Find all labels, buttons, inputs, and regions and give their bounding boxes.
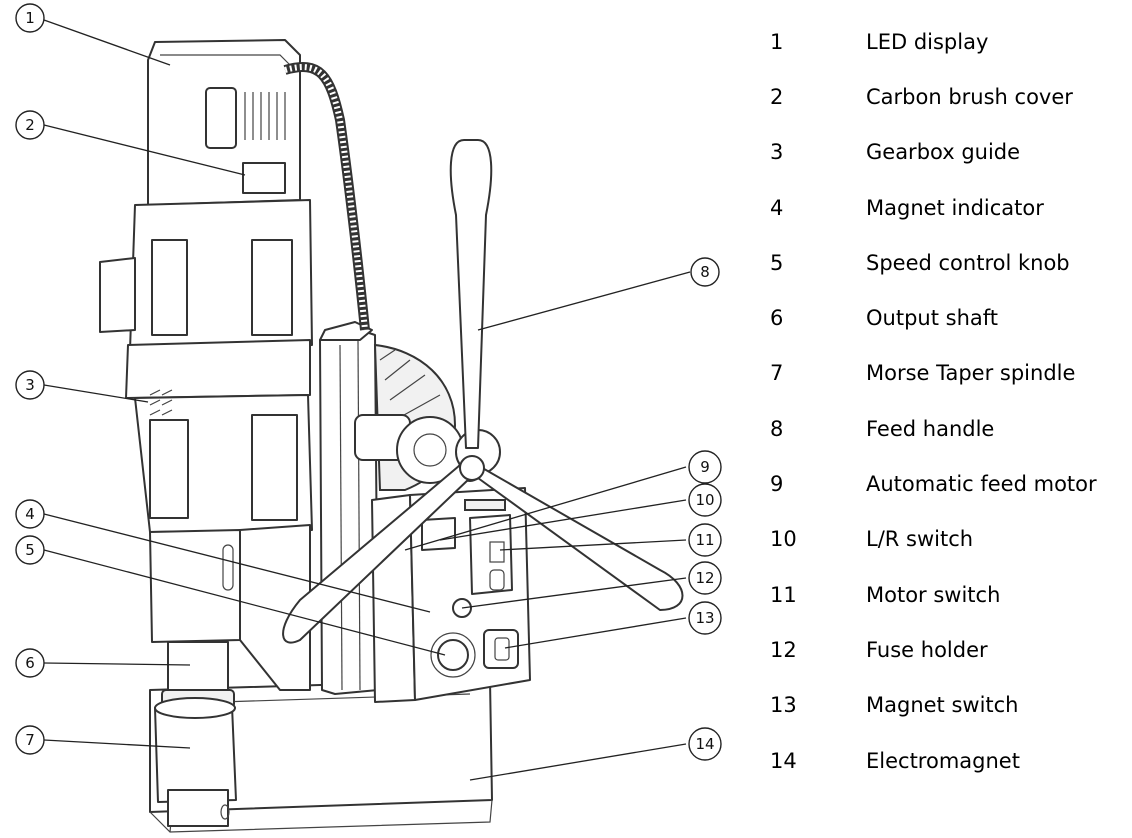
output-shaft [154, 641, 237, 827]
legend-item: 14 Electromagnet [770, 733, 1130, 788]
legend-label: Morse Taper spindle [866, 361, 1076, 386]
callout-3: 3 [15, 370, 45, 400]
legend-label: Fuse holder [866, 637, 988, 662]
svg-text:13: 13 [695, 609, 714, 627]
svg-text:2: 2 [25, 116, 35, 134]
svg-text:1: 1 [25, 9, 35, 27]
legend-label: Carbon brush cover [866, 84, 1073, 109]
svg-text:9: 9 [700, 458, 710, 476]
legend-item: 1 LED display [770, 14, 1130, 69]
legend-number: 14 [770, 748, 797, 773]
control-box [371, 487, 531, 703]
legend-label: L/R switch [866, 527, 974, 552]
callout-4: 4 [15, 499, 45, 529]
callout-7: 7 [15, 725, 45, 755]
power-cable [283, 62, 370, 331]
legend-label: Speed control knob [866, 250, 1070, 275]
legend-item: 3 Gearbox guide [770, 125, 1130, 180]
legend-label: Motor switch [866, 582, 1001, 607]
legend-number: 5 [770, 250, 784, 275]
legend-item: 4 Magnet indicator [770, 180, 1130, 235]
callout-11: 11 [688, 523, 722, 557]
legend-number: 6 [770, 306, 784, 331]
legend-item: 9 Automatic feed motor [770, 456, 1130, 511]
legend-item: 10 L/R switch [770, 512, 1130, 567]
legend-number: 4 [770, 195, 784, 220]
svg-text:8: 8 [700, 263, 710, 281]
legend-item: 7 Morse Taper spindle [770, 346, 1130, 401]
legend-label: Automatic feed motor [866, 472, 1097, 497]
legend-label: Magnet indicator [866, 195, 1044, 220]
legend-number: 10 [770, 527, 797, 552]
parts-legend: 1 LED display 2 Carbon brush cover 3 Gearbo… [770, 14, 1130, 788]
callout-1: 1 [15, 3, 45, 33]
legend-number: 8 [770, 416, 784, 441]
callout-9: 9 [688, 450, 722, 484]
legend-number: 7 [770, 361, 784, 386]
svg-text:10: 10 [695, 491, 714, 509]
legend-number: 11 [770, 582, 797, 607]
feed-handles [282, 139, 684, 644]
svg-text:5: 5 [25, 541, 35, 559]
legend-label: Feed handle [866, 416, 995, 441]
callout-13: 13 [688, 601, 722, 635]
legend-label: Output shaft [866, 306, 998, 331]
legend-number: 9 [770, 472, 784, 497]
legend-item: 12 Fuse holder [770, 622, 1130, 677]
legend-label: Gearbox guide [866, 140, 1021, 165]
callout-12: 12 [688, 561, 722, 595]
legend-label: Electromagnet [866, 748, 1020, 773]
slide-column [319, 321, 379, 695]
callout-5: 5 [15, 535, 45, 565]
legend-item: 8 Feed handle [770, 401, 1130, 456]
legend-item: 2 Carbon brush cover [770, 69, 1130, 124]
callout-10: 10 [688, 483, 722, 517]
legend-number: 13 [770, 693, 797, 718]
callout-6: 6 [15, 648, 45, 678]
legend-item: 13 Magnet switch [770, 678, 1130, 733]
svg-text:3: 3 [25, 376, 35, 394]
svg-text:12: 12 [695, 569, 714, 587]
svg-text:7: 7 [25, 731, 35, 749]
callout-14: 14 [688, 727, 722, 761]
magnetic-drill-diagram: 1 2 3 4 5 6 7 8 9 10 11 12 13 14 [15, 3, 722, 833]
legend-number: 12 [770, 637, 797, 662]
legend-number: 2 [770, 84, 784, 109]
callout-2: 2 [15, 110, 45, 140]
svg-text:6: 6 [25, 654, 35, 672]
callout-8: 8 [690, 257, 720, 287]
legend-item: 6 Output shaft [770, 290, 1130, 345]
leader-lines [43, 19, 691, 781]
svg-text:11: 11 [695, 531, 714, 549]
legend-label: LED display [866, 29, 989, 54]
svg-text:14: 14 [695, 735, 714, 753]
svg-text:4: 4 [25, 505, 35, 523]
legend-number: 1 [770, 29, 784, 54]
legend-number: 3 [770, 140, 784, 165]
legend-label: Magnet switch [866, 693, 1019, 718]
legend-item: 5 Speed control knob [770, 235, 1130, 290]
legend-item: 11 Motor switch [770, 567, 1130, 622]
